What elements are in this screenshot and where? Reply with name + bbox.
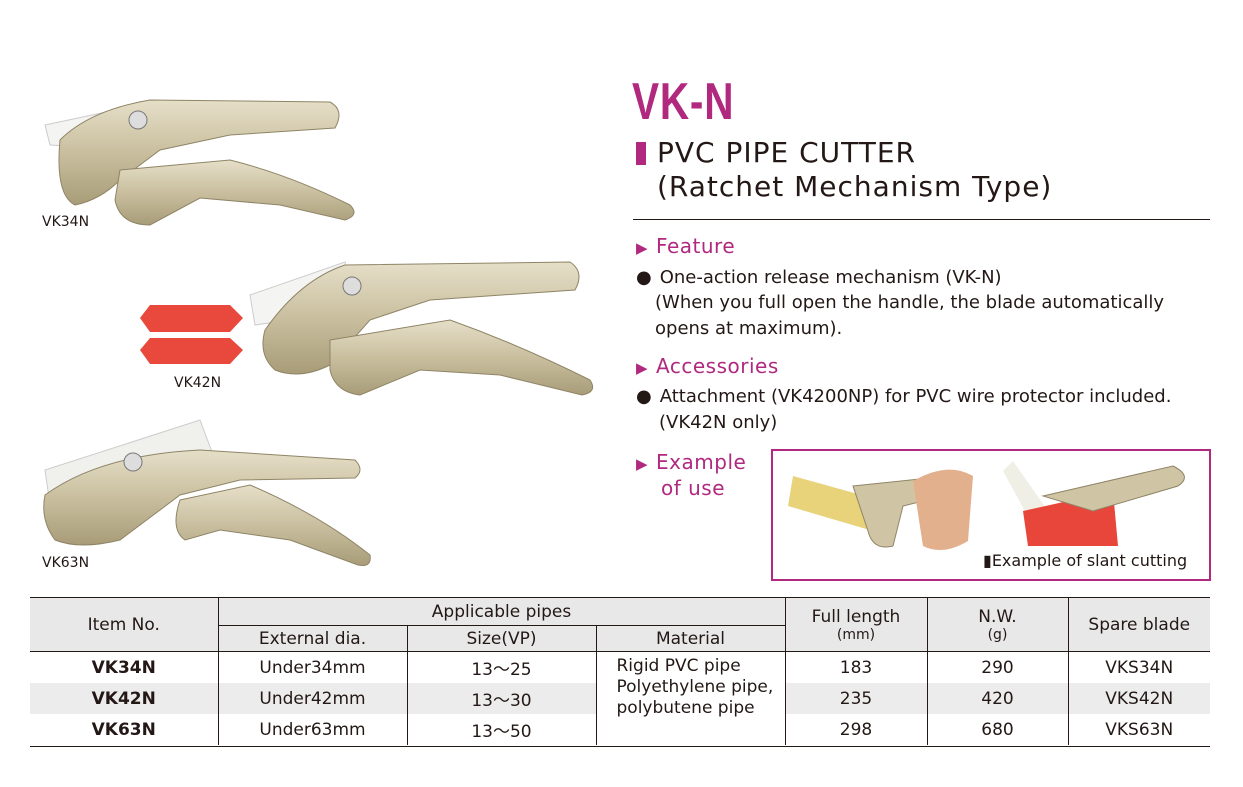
triangle-right-icon: ▶	[636, 359, 649, 377]
example-caption: ▮Example of slant cutting	[983, 551, 1187, 570]
header-length: Full length(mm)	[784, 598, 927, 652]
vk34n-tool-image	[44, 99, 355, 226]
header-length-text: Full length	[811, 606, 901, 627]
cell-size: 13～30	[406, 683, 596, 714]
table-row: VK63N Under63mm 13～50 298 680 VKS63N	[30, 714, 1210, 745]
product-subtitle-2: (Ratchet Mechanism Type)	[657, 170, 1053, 203]
accessories-heading-text: Accessories	[656, 354, 779, 378]
bullet-icon: ●	[636, 267, 652, 288]
accessories-text-1: Attachment (VK4200NP) for PVC wire prote…	[659, 386, 1172, 407]
example-heading: ▶ Example	[636, 450, 746, 474]
table-row: VK34N Under34mm 13～25 Rigid PVC pipe Pol…	[30, 651, 1210, 745]
header-material: Material	[595, 625, 785, 652]
cell-length: 235	[784, 683, 927, 714]
header-size: Size(VP)	[406, 625, 596, 652]
cell-length: 298	[784, 714, 927, 745]
triangle-right-icon: ▶	[636, 455, 649, 473]
spec-table: Item No. Applicable pipes Full length(mm…	[30, 598, 1210, 745]
cell-external: Under34mm	[217, 651, 407, 683]
vk34n-label: VK34N	[42, 214, 90, 230]
cell-nw: 290	[926, 651, 1068, 683]
bullet-icon: ●	[636, 386, 652, 407]
accessories-text-2: (VK42N only)	[659, 412, 778, 433]
cell-item: VK63N	[91, 719, 156, 740]
accessories-heading: ▶ Accessories	[636, 354, 779, 378]
cell-spare: VKS34N	[1067, 651, 1210, 683]
title-marker	[636, 142, 646, 165]
table-top-rule	[30, 597, 1210, 598]
cutting-pipe-photo	[788, 469, 973, 550]
feature-text-2: (When you full open the handle, the blad…	[655, 292, 1165, 313]
example-photos	[788, 461, 1185, 550]
header-spare: Spare blade	[1067, 598, 1210, 652]
vk42n-attachment-image	[140, 305, 243, 364]
caption-text: Example of slant cutting	[991, 551, 1188, 570]
marker-icon: ▮	[983, 551, 992, 570]
cell-spare: VKS42N	[1067, 683, 1210, 714]
vk63n-label: VK63N	[42, 555, 90, 571]
cell-length: 183	[784, 651, 927, 683]
feature-heading-text: Feature	[656, 234, 736, 258]
product-subtitle: PVC PIPE CUTTER	[657, 136, 917, 169]
cell-external: Under42mm	[217, 683, 407, 714]
cell-external: Under63mm	[217, 714, 407, 745]
header-external: External dia.	[217, 625, 407, 652]
series-title: VK-N	[632, 73, 735, 131]
cell-size: 13～50	[406, 714, 596, 745]
vk63n-tool-image	[43, 419, 371, 566]
vk42n-tool-image	[249, 261, 594, 396]
table-bottom-rule	[30, 746, 1210, 747]
cell-material: Rigid PVC pipe Polyethylene pipe, polybu…	[595, 651, 785, 745]
header-nw-text: N.W.	[978, 606, 1017, 627]
header-length-unit: (mm)	[836, 626, 876, 643]
example-photo-box	[771, 449, 1211, 581]
header-nw-unit: (g)	[987, 626, 1008, 643]
cell-size: 13～25	[406, 651, 596, 683]
slant-cutting-photo	[1003, 461, 1185, 546]
cell-nw: 680	[926, 714, 1068, 745]
feature-bullet: ● One-action release mechanism (VK-N)	[636, 267, 1002, 288]
header-applicable: Applicable pipes	[217, 598, 785, 626]
table-row: VK42N Under42mm 13～30 235 420 VKS42N	[30, 683, 1210, 714]
cell-spare: VKS63N	[1067, 714, 1210, 745]
example-heading-text: Example	[656, 450, 747, 474]
triangle-right-icon: ▶	[636, 239, 649, 257]
cell-item: VK42N	[30, 683, 218, 714]
feature-heading: ▶ Feature	[636, 234, 735, 258]
product-illustrations	[43, 99, 594, 566]
cell-nw: 420	[926, 683, 1068, 714]
accessories-bullet: ● Attachment (VK4200NP) for PVC wire prot…	[636, 386, 1171, 407]
header-nw: N.W.(g)	[926, 598, 1068, 652]
feature-text-3: opens at maximum).	[655, 318, 843, 339]
divider	[633, 219, 1210, 220]
header-item: Item No.	[30, 598, 218, 652]
vk42n-label: VK42N	[174, 375, 222, 391]
example-heading-2: of use	[661, 476, 726, 500]
cell-item: VK34N	[91, 657, 156, 678]
feature-text-1: One-action release mechanism (VK-N)	[659, 267, 1002, 288]
